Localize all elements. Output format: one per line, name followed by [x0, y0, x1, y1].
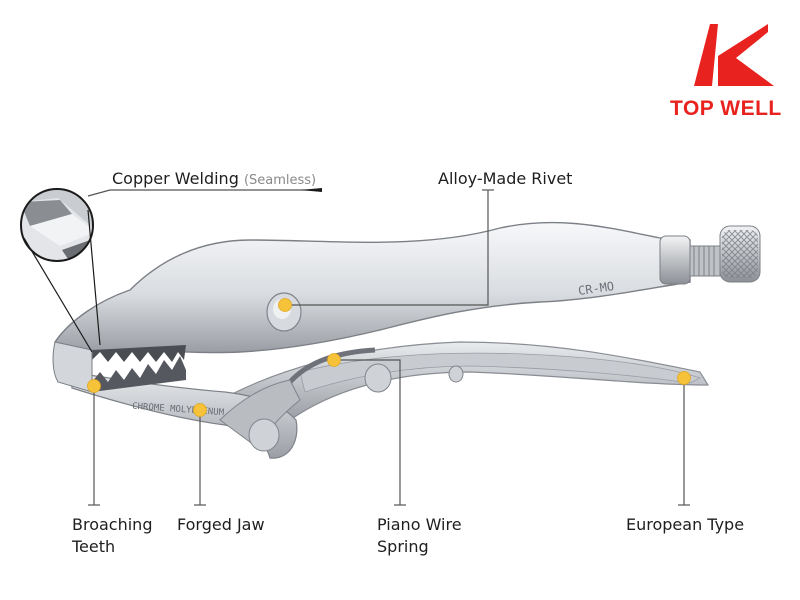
broaching-label-2: Teeth	[72, 537, 116, 556]
screw-threads	[693, 246, 715, 276]
marker-rivet	[278, 298, 292, 312]
jaw-tip	[52, 341, 93, 393]
marker-broaching	[87, 379, 101, 393]
callout-european-type: European Type	[626, 515, 745, 534]
zoom-circle-outline	[20, 188, 94, 262]
spring-label-1: Piano Wire	[377, 515, 462, 534]
handle-stamp: CR-MO	[577, 279, 615, 298]
callout-line-rivet	[290, 190, 489, 306]
copper-welding-label: Copper Welding	[112, 169, 239, 188]
marker-forged	[193, 403, 207, 417]
spring-label-2: Spring	[377, 537, 429, 556]
lower-jaw-teeth	[92, 356, 186, 392]
marker-spring	[327, 353, 341, 367]
logo-left-stroke	[694, 24, 718, 86]
callout-forged-jaw: Forged Jaw	[177, 515, 265, 534]
brand-logo	[694, 24, 774, 86]
copper-welding-sub: (Seamless)	[243, 173, 317, 188]
barrel	[659, 235, 691, 285]
rivet-small	[448, 365, 464, 383]
upper-jaw-teeth	[92, 345, 186, 362]
callout-piano-wire-spring: Piano Wire Spring	[377, 514, 462, 558]
lower-jaw	[69, 371, 298, 459]
callout-alloy-rivet: Alloy-Made Rivet	[438, 169, 573, 188]
spring	[288, 347, 376, 384]
adjusting-screw	[689, 245, 721, 277]
marker-european	[677, 371, 691, 385]
callout-broaching-teeth: Broaching Teeth	[72, 514, 152, 558]
callout-line-copper	[87, 189, 320, 197]
callout-copper-welding: Copper Welding (Seamless)	[112, 168, 316, 192]
broaching-label-1: Broaching	[72, 515, 153, 534]
callout-line-spring	[334, 359, 401, 505]
upper-handle	[54, 221, 691, 354]
brand-name: TOP WELL	[670, 97, 782, 120]
copper-welding-zoom	[21, 189, 93, 261]
rivet-lower	[248, 418, 280, 452]
logo-right-stroke	[718, 24, 774, 86]
rivet-middle	[364, 363, 392, 393]
